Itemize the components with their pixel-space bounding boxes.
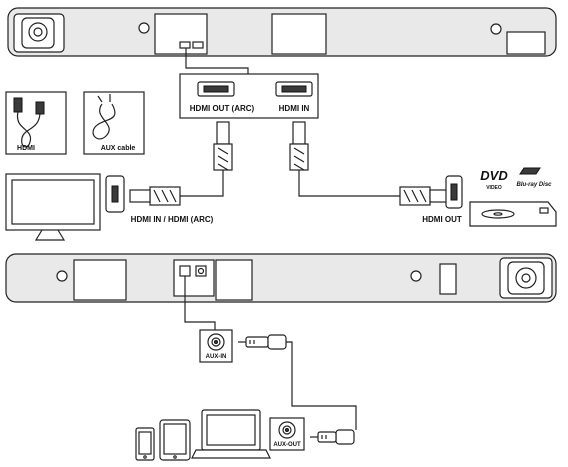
aux-cable-connection [238, 334, 357, 445]
tv-icon [5, 173, 125, 241]
aux-in-port: AUX-IN [199, 329, 233, 363]
bluray-logo: Blu-ray Disc [516, 167, 552, 188]
dvd-logo: DVD VIDEO [480, 168, 508, 191]
laptop-icon [191, 409, 271, 459]
hdmi-cable-to-player [289, 121, 449, 206]
accessory-cables: HDMI AUX cable [5, 91, 145, 155]
aux-cable-label: AUX cable [101, 145, 136, 152]
hdmi-port-panel: HDMI OUT (ARC) HDMI IN [179, 73, 319, 119]
aux-cable-icon [92, 94, 116, 140]
phone-icon [135, 427, 155, 461]
tv-hdmi-in-label: HDMI IN / HDMI (ARC) [131, 215, 214, 224]
aux-out-label: AUX-OUT [273, 442, 301, 448]
disc-player-icon [445, 175, 557, 227]
hdmi-cable-icon [13, 97, 45, 148]
player-hdmi-out-label: HDMI OUT [422, 215, 462, 224]
hdmi-in-label: HDMI IN [279, 104, 310, 113]
aux-in-label: AUX-IN [206, 354, 227, 360]
svg-text:DVD: DVD [480, 168, 508, 183]
soundbar-bottom [5, 253, 557, 303]
svg-text:VIDEO: VIDEO [486, 185, 502, 191]
svg-text:Blu-ray Disc: Blu-ray Disc [516, 182, 552, 188]
hdmi-cable-label: HDMI [17, 145, 35, 152]
hdmi-cable-to-tv [129, 121, 233, 206]
tablet-icon [159, 419, 191, 461]
hdmi-out-arc-label: HDMI OUT (ARC) [190, 104, 255, 113]
aux-out-port: AUX-OUT [269, 417, 305, 451]
soundbar-top [7, 7, 557, 57]
